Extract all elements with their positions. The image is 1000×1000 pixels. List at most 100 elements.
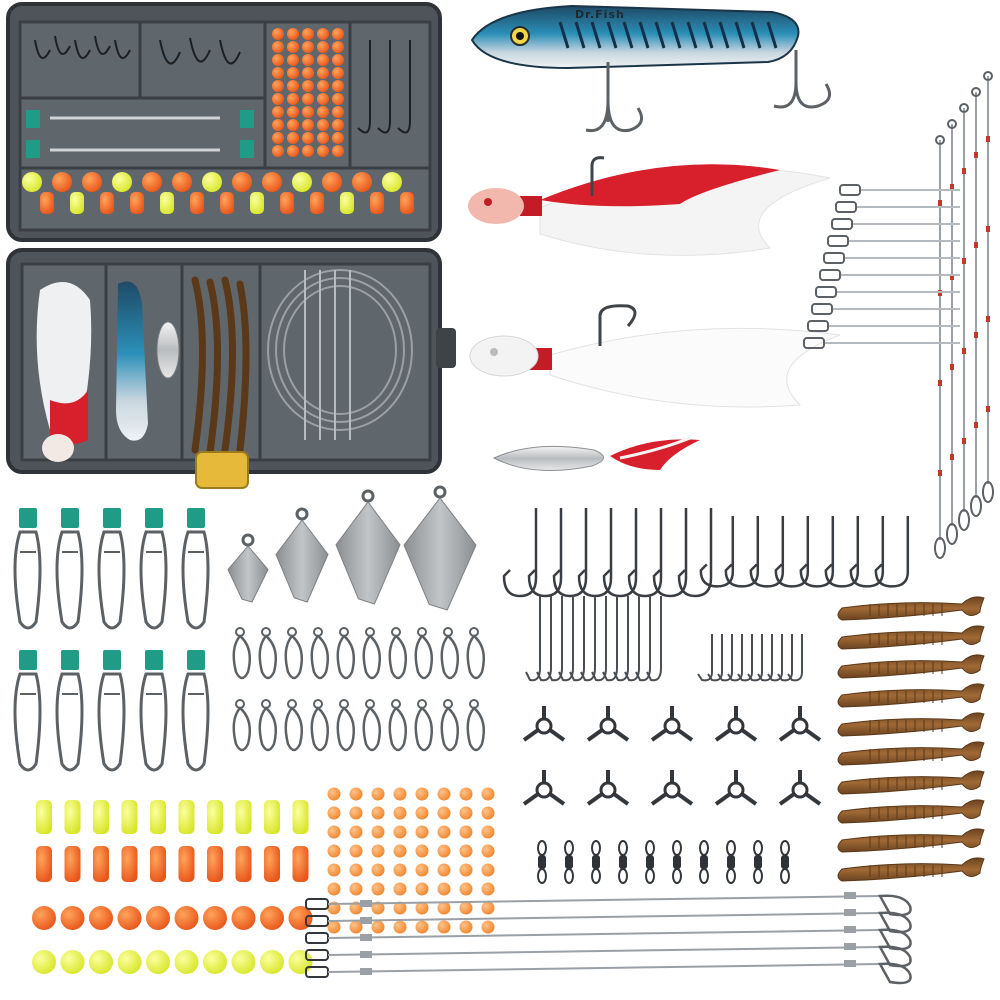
hook bbox=[849, 516, 885, 588]
bead bbox=[481, 863, 495, 877]
bead bbox=[349, 920, 363, 934]
float-ball bbox=[60, 906, 85, 930]
leader-wire bbox=[327, 912, 881, 922]
hook bbox=[591, 596, 607, 682]
bead bbox=[415, 806, 429, 820]
small-orange-beads bbox=[327, 787, 495, 934]
swivel-eye bbox=[699, 868, 709, 884]
bucktail-jig-white bbox=[469, 304, 841, 408]
hook bbox=[635, 596, 651, 682]
float-ball bbox=[174, 906, 199, 930]
hook bbox=[525, 596, 541, 682]
bead bbox=[437, 844, 451, 858]
bead bbox=[349, 844, 363, 858]
snap-head bbox=[19, 508, 37, 528]
duolock bbox=[232, 706, 251, 752]
float-ball bbox=[172, 172, 192, 192]
float-cylinder bbox=[207, 846, 223, 882]
bead bbox=[332, 80, 344, 92]
float-ball bbox=[60, 950, 85, 974]
hook bbox=[627, 508, 663, 598]
bead bbox=[481, 882, 495, 896]
base-bucktail bbox=[36, 282, 92, 462]
leader-loop bbox=[959, 103, 969, 113]
float-cylinder bbox=[292, 846, 309, 882]
leader-crimp bbox=[986, 406, 990, 412]
hook bbox=[747, 634, 763, 682]
swivel-arm bbox=[522, 792, 540, 806]
duolock-eye bbox=[235, 699, 245, 709]
leader-crimp bbox=[974, 332, 978, 338]
float-ball bbox=[203, 950, 227, 974]
bead bbox=[287, 132, 299, 144]
bead bbox=[371, 825, 385, 839]
bead bbox=[302, 145, 314, 157]
leader-crimp bbox=[844, 909, 856, 916]
leader-swivel bbox=[807, 320, 829, 332]
bead bbox=[317, 145, 329, 157]
float-cylinder bbox=[220, 192, 234, 214]
bead bbox=[415, 787, 429, 801]
float-cylinder bbox=[207, 800, 223, 834]
base-worms bbox=[191, 276, 250, 456]
leader-snap bbox=[946, 523, 958, 545]
base-blue-lure bbox=[116, 281, 148, 441]
bead bbox=[302, 132, 314, 144]
swivel-arm bbox=[612, 728, 630, 742]
duolock-eye bbox=[261, 627, 271, 637]
float-cylinder bbox=[130, 192, 144, 214]
hook bbox=[757, 634, 773, 682]
bead bbox=[371, 844, 385, 858]
bottom-wire-leaders bbox=[305, 892, 912, 985]
bead bbox=[327, 787, 341, 801]
snap-head bbox=[187, 508, 205, 528]
swivel-eye bbox=[645, 840, 655, 856]
duolock bbox=[466, 634, 485, 680]
bead bbox=[332, 132, 344, 144]
swivel-arm bbox=[804, 792, 822, 806]
leader-crimp bbox=[938, 380, 942, 386]
swivel-barrel bbox=[538, 855, 546, 869]
float-cylinder bbox=[178, 846, 195, 882]
leader-snap bbox=[982, 481, 994, 503]
bead bbox=[371, 920, 385, 934]
leader-swivel bbox=[811, 303, 833, 315]
bead bbox=[481, 844, 495, 858]
snap-head bbox=[103, 508, 121, 528]
bead bbox=[287, 145, 299, 157]
duolock bbox=[336, 706, 355, 752]
hook bbox=[536, 596, 552, 682]
swivel-arm bbox=[586, 728, 604, 742]
float-cylinder bbox=[292, 800, 309, 834]
swivel-arm bbox=[522, 728, 540, 742]
leader-crimp bbox=[844, 892, 856, 899]
float-cylinder bbox=[400, 192, 414, 214]
snap-head bbox=[61, 650, 79, 670]
float-ball bbox=[52, 172, 72, 192]
float-cylinder bbox=[64, 800, 81, 834]
float-ball bbox=[89, 906, 113, 930]
worm bbox=[837, 654, 985, 679]
hook bbox=[580, 596, 596, 682]
bead bbox=[272, 41, 284, 53]
float-cylinder bbox=[36, 800, 52, 834]
duolock bbox=[310, 634, 329, 680]
bead bbox=[393, 920, 407, 934]
bead bbox=[437, 787, 451, 801]
leader-crimp bbox=[962, 348, 966, 354]
swivel-ring bbox=[535, 717, 553, 735]
leader-swivel bbox=[835, 201, 857, 213]
duolock-eye bbox=[417, 627, 427, 637]
float-ball bbox=[203, 906, 227, 930]
leader-snap bbox=[958, 509, 970, 531]
hook bbox=[569, 596, 585, 682]
leader-swivel bbox=[839, 184, 861, 196]
hooks-large bbox=[502, 508, 910, 598]
duolock-snaps bbox=[232, 627, 485, 752]
bead bbox=[371, 882, 385, 896]
float-ball bbox=[146, 950, 170, 974]
worm bbox=[837, 857, 985, 882]
swivel-arm bbox=[548, 792, 566, 806]
bead bbox=[287, 41, 299, 53]
hook bbox=[787, 634, 803, 682]
